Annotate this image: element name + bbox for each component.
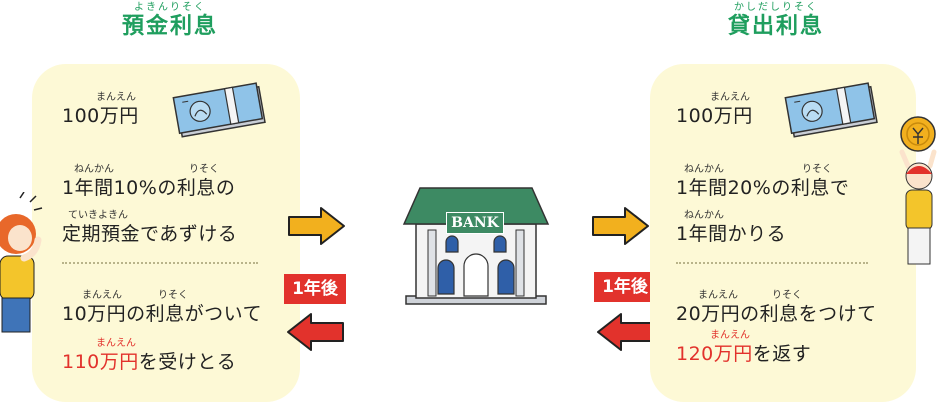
arrow-right-icon-2 (592, 207, 649, 245)
right-badge: 1年後 (594, 272, 656, 302)
right-line-4-ruby-2: りそく (772, 290, 802, 301)
left-line-5-amount: 110万円 (62, 351, 139, 373)
money-stack-icon-2 (784, 82, 878, 138)
right-line-5-amount: 120万円 (676, 343, 753, 365)
left-line-4-ruby-1: まんえん (82, 290, 122, 301)
right-line-3-text: 1年間かりる (676, 223, 787, 245)
bank-sign: BANK (446, 212, 504, 234)
person-thinking-icon (0, 192, 43, 333)
left-line-4-text: 10万円の利息がついて (62, 303, 263, 325)
right-line-5-ruby: まんえん (710, 330, 750, 341)
right-title: かしだしりそく 貸出利息 (706, 2, 846, 40)
left-line-5-ruby: まんえん (96, 338, 136, 349)
right-line-2-ruby-1: ねんかん (684, 164, 724, 175)
right-line-4-ruby-1: まんえん (698, 290, 738, 301)
left-line-5-text: 110万円を受けとる (62, 347, 236, 374)
left-title-ruby: よきんりそく (134, 2, 206, 13)
right-line-4-text: 20万円の利息をつけて (676, 303, 877, 325)
left-line-2-ruby-2: りそく (189, 164, 219, 175)
right-divider (676, 262, 868, 264)
left-line-1-ruby: まんえん (96, 92, 136, 103)
person-with-coin-icon (899, 116, 937, 265)
arrow-right-icon (288, 207, 345, 245)
left-line-3-text: 定期預金であずける (62, 223, 238, 245)
bank-sign-text: BANK (451, 215, 499, 231)
arrow-left-icon-2 (597, 313, 654, 351)
left-divider (62, 262, 258, 264)
left-line-2-ruby-1: ねんかん (74, 164, 114, 175)
left-badge: 1年後 (284, 274, 346, 304)
left-title: よきんりそく 預金利息 (100, 2, 240, 40)
right-title-text: 貸出利息 (727, 14, 824, 39)
right-title-ruby: かしだしりそく (734, 2, 818, 13)
left-line-1-text: 100万円 (62, 105, 139, 127)
right-line-1-text: 100万円 (676, 105, 753, 127)
right-line-5-text: 120万円を返す (676, 339, 811, 366)
right-line-1-ruby: まんえん (710, 92, 750, 103)
left-title-text: 預金利息 (121, 14, 218, 39)
arrow-left-icon (287, 313, 344, 351)
bank-building-icon (402, 187, 550, 305)
left-line-3-ruby: ていきよきん (68, 210, 128, 221)
right-line-3-ruby: ねんかん (684, 210, 724, 221)
left-line-2-text: 1年間10%の利息の (62, 177, 236, 199)
money-stack-icon (172, 82, 266, 138)
right-line-5-rest: を返す (752, 343, 812, 365)
left-line-5-rest: を受けとる (138, 351, 237, 373)
right-line-2-text: 1年間20%の利息で (676, 177, 850, 199)
right-line-2-ruby-2: りそく (802, 164, 832, 175)
left-line-4-ruby-2: りそく (158, 290, 188, 301)
